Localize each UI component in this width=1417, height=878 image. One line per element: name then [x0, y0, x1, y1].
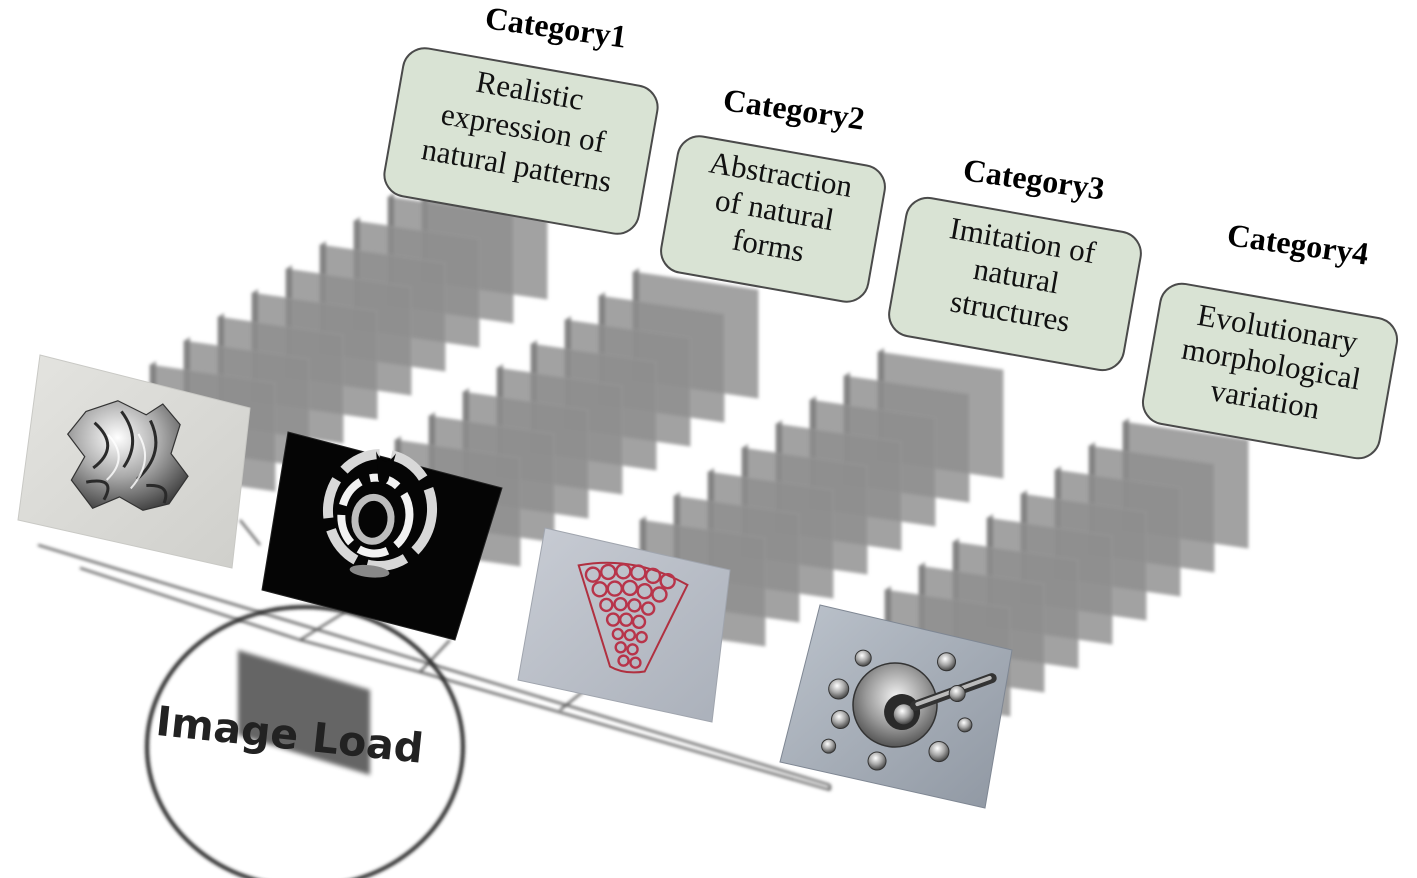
sample-image-1 [17, 354, 251, 569]
layer-stack-1 [149, 169, 548, 492]
image-load-node: Image Load [145, 605, 465, 878]
layer-stack-4 [884, 418, 1249, 717]
category-3: Category3 Imitation of natural structure… [888, 151, 1142, 372]
layer-stack-2 [394, 268, 759, 567]
category-1: Category1 Realistic expression of natura… [383, 0, 659, 235]
sample-image-2 [261, 431, 503, 641]
category-4-title: Category4 [1225, 216, 1371, 271]
sample-image-3 [517, 527, 731, 723]
category-4: Category4 Evolutionary morphological var… [1141, 216, 1399, 460]
category-2-description-box [660, 135, 886, 303]
category-2-title: Category2 [721, 81, 867, 136]
category-2: Category2 Abstraction of natural forms [660, 81, 886, 303]
category-4-description-box [1141, 282, 1399, 460]
category-3-description-box [888, 196, 1142, 372]
sample-image-4 [779, 604, 1013, 809]
category-1-title: Category1 [483, 0, 629, 55]
category-1-description-box [383, 47, 659, 235]
layer-stack-3 [639, 348, 1004, 647]
category-3-title: Category3 [961, 151, 1107, 206]
layer-stacks [149, 169, 1249, 717]
